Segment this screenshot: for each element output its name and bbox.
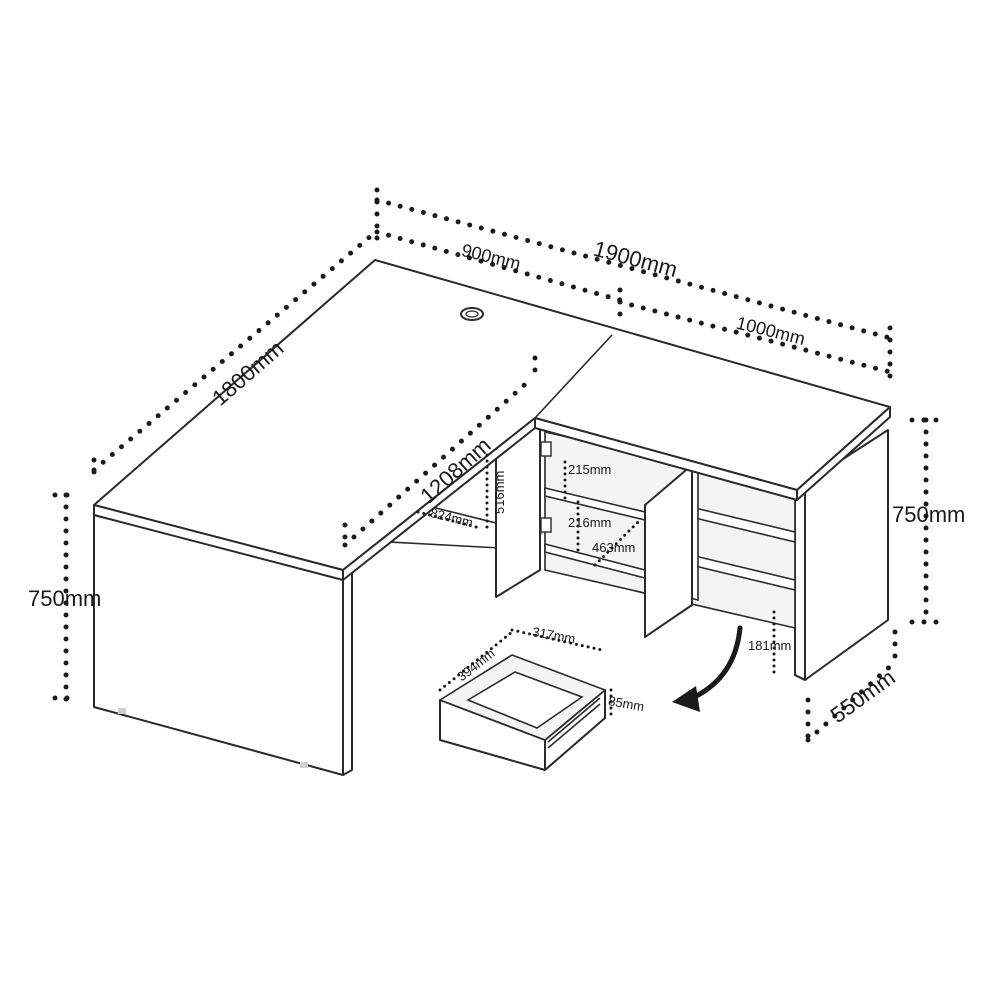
label-shelf-top-spacing: 215mm	[568, 462, 611, 477]
label-top-width-left: 900mm	[460, 240, 523, 274]
label-cabinet-inner-height: 516mm	[492, 471, 507, 514]
label-total-width: 1900mm	[591, 236, 680, 282]
foot-left-1	[118, 708, 126, 714]
drawer-bottom	[466, 671, 584, 729]
desktop-right-edge	[796, 406, 891, 501]
hinge-bottom-icon	[540, 517, 552, 533]
label-cabinet-depth: 550mm	[826, 665, 900, 728]
label-shelf-depth: 463mm	[592, 540, 635, 555]
cabinet-front-edge-right	[794, 489, 806, 681]
label-drawer-width: 317mm	[531, 624, 576, 646]
cabinet-door-right	[644, 464, 693, 638]
label-desk-height: 750mm	[28, 586, 101, 611]
dim-line-1900	[374, 197, 893, 341]
desk-leg-panel-left-edge	[342, 567, 353, 776]
label-cabinet-height: 750mm	[892, 502, 965, 527]
label-drawer-height-gap: 181mm	[748, 638, 791, 653]
label-drawer-height: 85mm	[607, 693, 645, 714]
cable-grommet-icon	[460, 307, 484, 321]
dim-line-824	[416, 510, 482, 530]
dim-line-317	[510, 628, 604, 652]
desktop-seam	[534, 334, 613, 419]
foot-left-2	[300, 762, 308, 768]
hinge-top-icon	[540, 441, 552, 457]
dim-line-550	[805, 659, 898, 743]
dim-line-1800	[91, 232, 375, 473]
drawer-slide	[547, 697, 601, 743]
dim-line-463	[593, 518, 642, 567]
label-shelf-middle-spacing: 216mm	[568, 515, 611, 530]
dim-line-1000	[617, 299, 893, 375]
dim-line-394	[438, 630, 514, 692]
